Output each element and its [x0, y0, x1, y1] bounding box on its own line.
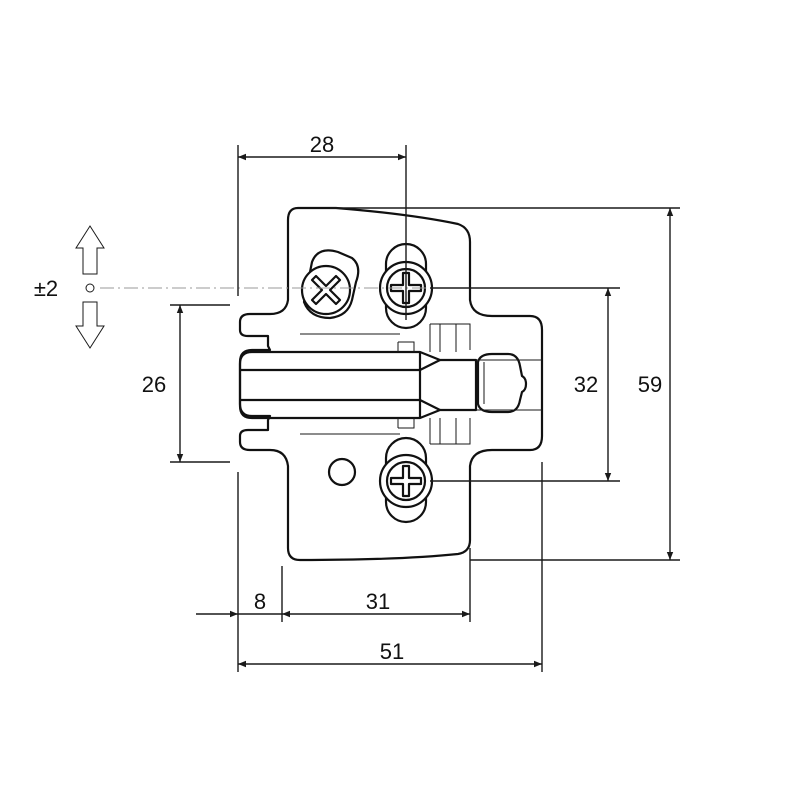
- mounting-plate: [238, 206, 544, 562]
- rail-right: [476, 359, 542, 411]
- plate-outline: [238, 206, 544, 562]
- dim-label-top-width: 28: [310, 132, 334, 157]
- dimension-screw-spacing: 32: [430, 287, 620, 482]
- dim-label-slot-height: 26: [142, 372, 166, 397]
- cam-eccentric: [476, 352, 528, 414]
- cam-slot-outline: [302, 249, 360, 320]
- dimension-bottom-spans: 8 31: [196, 462, 543, 672]
- rail-upper: [300, 323, 471, 352]
- adjust-pivot-icon: [85, 283, 95, 293]
- dimension-slot-height: 26: [142, 304, 230, 463]
- wedge-taper-bottom: [419, 399, 441, 411]
- mounting-hole: [327, 457, 357, 487]
- arrow-up-icon: [75, 225, 105, 275]
- dimension-top-width: 28: [237, 132, 407, 320]
- cross-screw-fixed: [300, 249, 360, 320]
- height-adjustment-indicator: ±2: [34, 225, 105, 349]
- rail-lower: [300, 418, 471, 445]
- dim-label-bottom-span: 31: [366, 589, 390, 614]
- dimension-total-height: 59: [330, 207, 680, 561]
- slide-wedge: [238, 350, 478, 420]
- phillips-screw-bottom: [378, 436, 434, 524]
- dim-label-total-height: 59: [638, 372, 662, 397]
- dim-label-screw-spacing: 32: [574, 372, 598, 397]
- dimension-total-width: 51: [238, 639, 542, 668]
- wedge-taper-top: [419, 359, 441, 371]
- dim-label-left-offset: 8: [254, 589, 266, 614]
- dim-label-total-width: 51: [380, 639, 404, 664]
- arrow-down-icon: [75, 301, 105, 349]
- adjustment-label: ±2: [34, 276, 58, 301]
